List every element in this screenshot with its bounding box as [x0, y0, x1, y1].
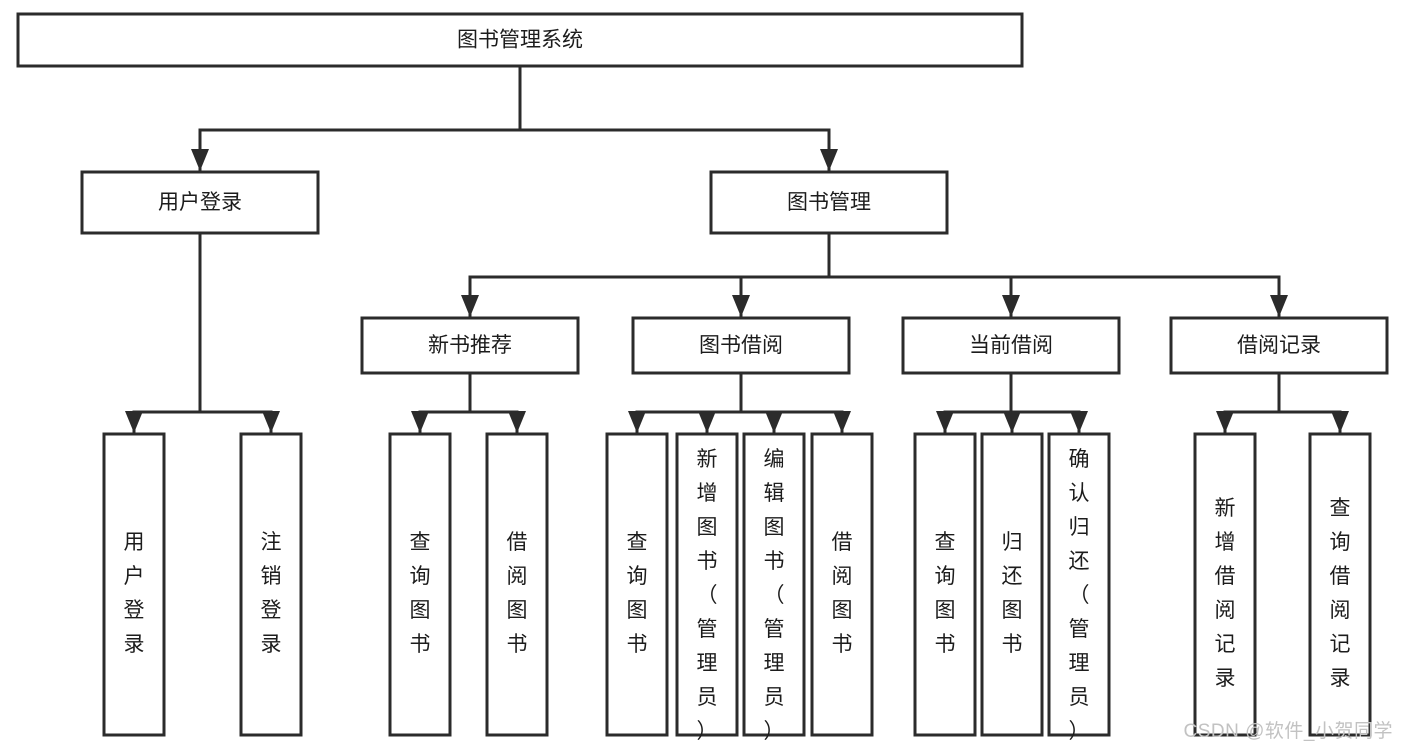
- node-leaf-query-book-2-box[interactable]: [605, 432, 669, 737]
- node-leaf-query-book-2-label: 查询图书: [627, 531, 648, 656]
- arrow-head-icon: [1270, 295, 1288, 317]
- node-leaf-borrow-book-1-box[interactable]: [485, 432, 549, 737]
- node-leaf-logout-label: 注销登录: [261, 531, 282, 656]
- node-leaf-query-record-box[interactable]: [1308, 432, 1372, 737]
- connector-layer: [125, 64, 1349, 435]
- node-root[interactable]: 图书管理系统: [16, 12, 1024, 68]
- arrow-head-icon: [508, 411, 526, 433]
- arrow-head-icon: [411, 411, 429, 433]
- node-leaf-query-book-2[interactable]: 查询图书: [605, 432, 669, 737]
- node-book-borrow-box[interactable]: [631, 316, 851, 375]
- node-leaf-user-login-label: 用户登录: [124, 531, 145, 656]
- arrow-head-icon: [1216, 411, 1234, 433]
- node-new-book-recommend-label: 新书推荐: [428, 334, 512, 357]
- node-leaf-return-book[interactable]: 归还图书: [980, 432, 1044, 737]
- arrow-head-icon: [732, 295, 750, 317]
- node-leaf-edit-book-label: 编辑图书（管理员）: [764, 448, 785, 743]
- node-leaf-query-book-1-label: 查询图书: [410, 531, 431, 656]
- arrow-head-icon: [262, 411, 280, 433]
- arrow-head-icon: [698, 411, 716, 433]
- node-layer: 图书管理系统用户登录图书管理新书推荐图书借阅当前借阅借阅记录用户登录注销登录查询…: [16, 12, 1389, 743]
- node-leaf-edit-book[interactable]: 编辑图书（管理员）: [742, 432, 806, 743]
- node-leaf-add-book[interactable]: 新增图书（管理员）: [675, 432, 739, 743]
- node-borrow-record-label: 借阅记录: [1237, 334, 1321, 357]
- node-current-borrow[interactable]: 当前借阅: [901, 316, 1121, 375]
- node-new-book-recommend[interactable]: 新书推荐: [360, 316, 580, 375]
- arrow-head-icon: [1070, 411, 1088, 433]
- node-borrow-record-box[interactable]: [1169, 316, 1389, 375]
- arrow-head-icon: [833, 411, 851, 433]
- arrow-head-icon: [191, 149, 209, 171]
- arrow-head-icon: [765, 411, 783, 433]
- arrow-head-icon: [936, 411, 954, 433]
- node-leaf-logout[interactable]: 注销登录: [239, 432, 303, 737]
- node-leaf-add-book-label: 新增图书（管理员）: [697, 448, 718, 743]
- node-borrow-record[interactable]: 借阅记录: [1169, 316, 1389, 375]
- node-leaf-logout-box[interactable]: [239, 432, 303, 737]
- node-user-login-label: 用户登录: [158, 191, 242, 214]
- node-leaf-borrow-book-1-label: 借阅图书: [507, 531, 528, 656]
- arrow-head-icon: [820, 149, 838, 171]
- node-root-label: 图书管理系统: [457, 29, 583, 52]
- node-current-borrow-label: 当前借阅: [969, 334, 1053, 357]
- node-leaf-query-book-3[interactable]: 查询图书: [913, 432, 977, 737]
- node-leaf-borrow-book-2-label: 借阅图书: [832, 531, 853, 656]
- node-leaf-confirm-return-box[interactable]: [1047, 432, 1111, 737]
- node-leaf-user-login[interactable]: 用户登录: [102, 432, 166, 737]
- node-leaf-add-record-label: 新增借阅记录: [1215, 497, 1236, 690]
- node-leaf-add-book-box[interactable]: [675, 432, 739, 737]
- node-leaf-query-record[interactable]: 查询借阅记录: [1308, 432, 1372, 737]
- node-leaf-user-login-box[interactable]: [102, 432, 166, 737]
- node-leaf-return-book-label: 归还图书: [1002, 531, 1023, 656]
- node-leaf-borrow-book-1[interactable]: 借阅图书: [485, 432, 549, 737]
- node-leaf-borrow-book-2-box[interactable]: [810, 432, 874, 737]
- node-leaf-query-book-1-box[interactable]: [388, 432, 452, 737]
- node-leaf-confirm-return-label: 确认归还（管理员）: [1069, 448, 1090, 743]
- node-leaf-borrow-book-2[interactable]: 借阅图书: [810, 432, 874, 737]
- node-user-login-box[interactable]: [80, 170, 320, 235]
- arrow-head-icon: [1002, 295, 1020, 317]
- node-root-box[interactable]: [16, 12, 1024, 68]
- arrow-head-icon: [1331, 411, 1349, 433]
- node-book-management-label: 图书管理: [787, 191, 871, 214]
- node-book-borrow[interactable]: 图书借阅: [631, 316, 851, 375]
- node-leaf-add-record-box[interactable]: [1193, 432, 1257, 737]
- arrow-head-icon: [461, 295, 479, 317]
- node-user-login[interactable]: 用户登录: [80, 170, 320, 235]
- node-book-management-box[interactable]: [709, 170, 949, 235]
- node-leaf-add-record[interactable]: 新增借阅记录: [1193, 432, 1257, 737]
- arrow-head-icon: [125, 411, 143, 433]
- node-new-book-recommend-box[interactable]: [360, 316, 580, 375]
- node-leaf-return-book-box[interactable]: [980, 432, 1044, 737]
- node-leaf-query-book-1[interactable]: 查询图书: [388, 432, 452, 737]
- node-leaf-query-record-label: 查询借阅记录: [1330, 497, 1351, 690]
- node-leaf-edit-book-box[interactable]: [742, 432, 806, 737]
- node-current-borrow-box[interactable]: [901, 316, 1121, 375]
- arrow-head-icon: [1003, 411, 1021, 433]
- node-book-borrow-label: 图书借阅: [699, 334, 783, 357]
- node-leaf-confirm-return[interactable]: 确认归还（管理员）: [1047, 432, 1111, 743]
- node-leaf-query-book-3-label: 查询图书: [935, 531, 956, 656]
- node-leaf-query-book-3-box[interactable]: [913, 432, 977, 737]
- arrow-head-icon: [628, 411, 646, 433]
- node-book-management[interactable]: 图书管理: [709, 170, 949, 235]
